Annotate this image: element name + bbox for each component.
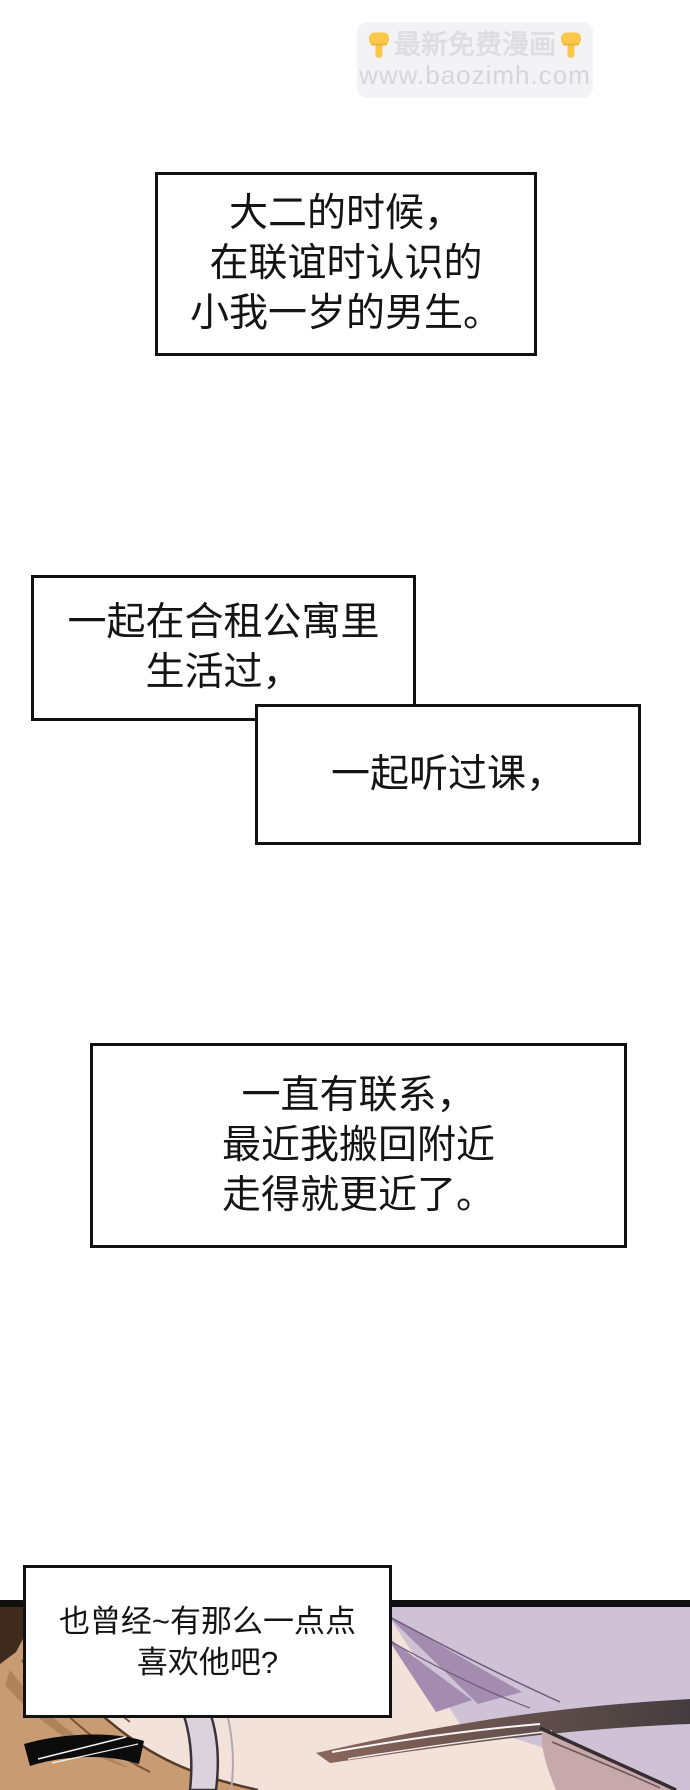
narration-box-2: 一起在合租公寓里 生活过，: [31, 575, 416, 721]
narration-line: 一起在合租公寓里: [67, 601, 380, 644]
point-down-emoji: [561, 32, 581, 58]
narration-box-1: 大二的时候， 在联谊时认识的 小我一岁的男生。: [155, 172, 537, 356]
eye-right-outline: [539, 1726, 677, 1790]
hair-strand-line: [387, 1615, 561, 1703]
narration-line: 喜欢他吧?: [136, 1644, 279, 1680]
eyebrow-right: [316, 1699, 690, 1763]
eyelid-crease-line: [551, 1741, 661, 1789]
hair-right-shade-wedge: [386, 1614, 522, 1704]
narration-line: 在联谊时认识的: [209, 242, 483, 285]
point-down-emoji: [369, 32, 389, 58]
narration-line: 大二的时候，: [228, 192, 463, 235]
narration-line: 走得就更近了。: [221, 1173, 495, 1217]
hair-left-shade: [5, 1670, 130, 1768]
watermark-title-row: 最新免费漫画: [367, 30, 583, 60]
narration-line: 最近我搬回附近: [221, 1123, 495, 1167]
watermark: 最新免费漫画 www.baozimh.com: [357, 22, 593, 98]
narration-box-4: 一直有联系， 最近我搬回附近 走得就更近了。: [90, 1043, 627, 1248]
eye-left-highlight: [51, 1743, 139, 1764]
narration-box-5: 也曾经~有那么一点点 喜欢他吧?: [23, 1565, 392, 1718]
eyebrow-highlight: [347, 1730, 553, 1760]
hair-right-shade-wedge: [386, 1636, 472, 1712]
narration-line: 生活过，: [145, 651, 302, 694]
narration-box-3: 一起听过课，: [255, 704, 641, 845]
watermark-title: 最新免费漫画: [394, 30, 556, 60]
watermark-url: www.baozimh.com: [359, 60, 591, 90]
narration-line: 一起听过课，: [330, 752, 565, 796]
eye-left-closed: [24, 1734, 144, 1766]
narration-line: 也曾经~有那么一点点: [58, 1603, 357, 1639]
eye-left-highlight: [37, 1736, 127, 1760]
eyebrow-highlight: [331, 1723, 541, 1753]
narration-line: 一直有联系，: [241, 1073, 476, 1117]
hair-strand-line: [387, 1639, 531, 1709]
narration-line: 小我一岁的男生。: [189, 292, 502, 335]
